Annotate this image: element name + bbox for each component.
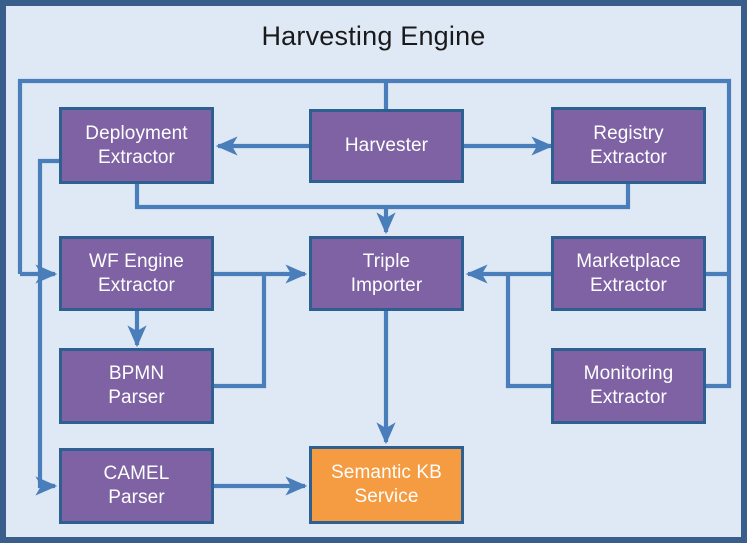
node-label-line1: WF Engine [89, 250, 184, 272]
node-label-line2: Importer [350, 274, 423, 296]
node-label-line2: Extractor [590, 146, 667, 168]
node-label-line2: Extractor [98, 146, 175, 168]
node-label-line1: BPMN [108, 363, 165, 385]
page-title: Harvesting Engine [261, 21, 486, 51]
wire-extractors-to-importer-bus [134, 184, 631, 210]
connector-layer [17, 78, 732, 496]
node-label-line1: Monitoring [583, 363, 674, 385]
node-label-line1: Semantic KB [331, 462, 442, 484]
node-label-line2: Extractor [98, 274, 175, 296]
wire-monitoring-to-triple-importer [505, 274, 551, 389]
node-label-line1: Harvester [344, 135, 429, 157]
node-label-line2: Parser [108, 487, 165, 508]
node-label-line1: Triple [362, 250, 411, 272]
node-label-line1: CAMEL [103, 463, 170, 485]
node-label-line1: Deployment [85, 122, 188, 144]
wire-deployment-left-to-camel [35, 158, 59, 496]
wire-bus-top-left [17, 78, 386, 274]
node-label-line2: Extractor [590, 274, 667, 296]
node-label-line1: Marketplace [576, 250, 681, 272]
node-label-line2: Parser [108, 387, 165, 408]
node-label-line2: Service [354, 486, 419, 507]
node-harvester[interactable]: Harvester [309, 109, 464, 183]
node-label-line1: Registry [593, 122, 664, 144]
wire-bus-top-right [386, 78, 732, 274]
node-label-line2: Extractor [590, 387, 667, 408]
wire-bpmn-to-triple-importer [214, 274, 267, 389]
node-label: Harvester [337, 134, 436, 158]
